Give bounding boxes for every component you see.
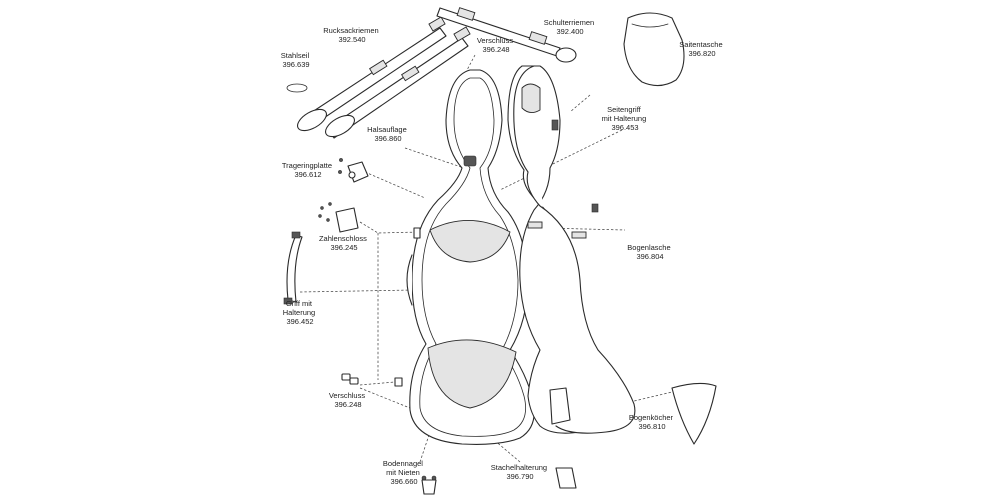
bow-tab-icon xyxy=(527,221,543,229)
latch-icon xyxy=(394,377,403,387)
latch-icon xyxy=(349,377,359,385)
rivet-icon xyxy=(421,475,427,481)
screw-icon xyxy=(339,158,343,162)
label-schulterriemen: Schulterriemen 392.400 xyxy=(544,18,597,36)
screw-icon xyxy=(338,170,342,174)
leader-bogenkoecher-b xyxy=(629,391,673,403)
label-verschluss-top: Verschluss 396.248 xyxy=(477,36,515,54)
carry-ring-plate xyxy=(338,158,369,183)
screw-icon xyxy=(326,218,330,222)
shoulder-pad-icon xyxy=(555,47,577,63)
strap-pad-icon xyxy=(297,108,327,132)
strap-buckle-icon xyxy=(453,26,471,42)
padding-lower xyxy=(427,339,517,409)
bow-tab-icon xyxy=(571,231,587,239)
label-griff: Griff mit Halterung 396.452 xyxy=(283,299,318,326)
label-halsauflage: Halsauflage 396.860 xyxy=(367,125,409,143)
label-bogenkoecher: Bogenköcher 396.810 xyxy=(629,413,675,431)
bow-quiver-icon xyxy=(671,382,717,445)
ring-icon xyxy=(348,171,356,179)
label-stahlseil: Stahlseil 396.639 xyxy=(281,51,311,69)
label-bogenlasche: Bogenlasche 396.804 xyxy=(627,243,672,261)
strap-pad-icon xyxy=(325,114,355,138)
case-bottom-shell xyxy=(394,69,535,445)
latch-icon xyxy=(341,373,351,381)
label-stachelhalterung: Stachelhalterung 396.790 xyxy=(491,463,549,481)
strap-slider-icon xyxy=(401,65,420,82)
screw-icon xyxy=(320,206,324,210)
label-zahlenschloss: Zahlenschloss 396.245 xyxy=(319,234,369,252)
shoulder-strap xyxy=(436,7,577,63)
leader-verschluss-bottom-a xyxy=(359,381,396,386)
handle-mount-icon xyxy=(291,231,301,239)
lid-clip-icon xyxy=(591,203,599,213)
lid-pocket-icon xyxy=(521,83,541,113)
quiver-holder-icon xyxy=(549,387,571,425)
leader-verschluss-bottom-b xyxy=(359,387,411,409)
rucksack-straps xyxy=(297,16,471,139)
lock-body-icon xyxy=(335,207,359,233)
leader-griff xyxy=(299,289,414,293)
bottom-nail-icon xyxy=(421,479,437,495)
combination-lock-parts xyxy=(318,202,359,233)
steel-cable-icon xyxy=(286,83,308,93)
label-saitentasche: Saitentasche 396.820 xyxy=(679,40,724,58)
side-handle-icon xyxy=(406,254,413,306)
padding-upper xyxy=(429,220,511,263)
side-handle-mount-icon xyxy=(551,119,559,131)
label-rucksackriemen: Rucksackriemen 392.540 xyxy=(323,26,381,44)
strap-buckle-icon xyxy=(428,16,446,32)
case-lid-shell xyxy=(507,65,636,434)
handle-mount-icon xyxy=(283,297,293,305)
label-seitengriff: Seitengriff mit Halterung 396.453 xyxy=(602,105,649,132)
leader-saitentasche xyxy=(569,94,591,113)
latch-bottom-parts xyxy=(341,373,359,385)
rivet-icon xyxy=(431,475,437,481)
leader-verschluss-top xyxy=(466,54,476,71)
labels: Rucksackriemen 392.540 Schulterriemen 39… xyxy=(281,18,724,486)
string-pocket-icon xyxy=(623,12,685,87)
screw-icon xyxy=(318,214,322,218)
bottom-shell-inner xyxy=(419,77,527,437)
screw-icon xyxy=(328,202,332,206)
pocket-seam xyxy=(631,23,669,28)
label-verschluss-bottom: Verschluss 396.248 xyxy=(329,391,367,409)
handle-with-mount-icon xyxy=(286,234,303,303)
label-bodennagel: Bodennagel mit Nieten 396.660 xyxy=(383,459,425,486)
strap-slider-icon xyxy=(369,59,388,76)
combination-lock-icon xyxy=(413,227,421,239)
leader-zahlenschloss-a xyxy=(359,221,421,234)
leader-trageringplatte xyxy=(364,171,426,199)
strap-buckle-icon xyxy=(528,31,548,45)
label-trageringplatte: Trageringplatte 396.612 xyxy=(282,161,334,179)
endpin-holder-icon xyxy=(555,467,577,489)
strap-buckle-icon xyxy=(456,7,476,21)
neck-rest-icon xyxy=(463,155,477,167)
leader-seitengriff xyxy=(499,129,623,191)
